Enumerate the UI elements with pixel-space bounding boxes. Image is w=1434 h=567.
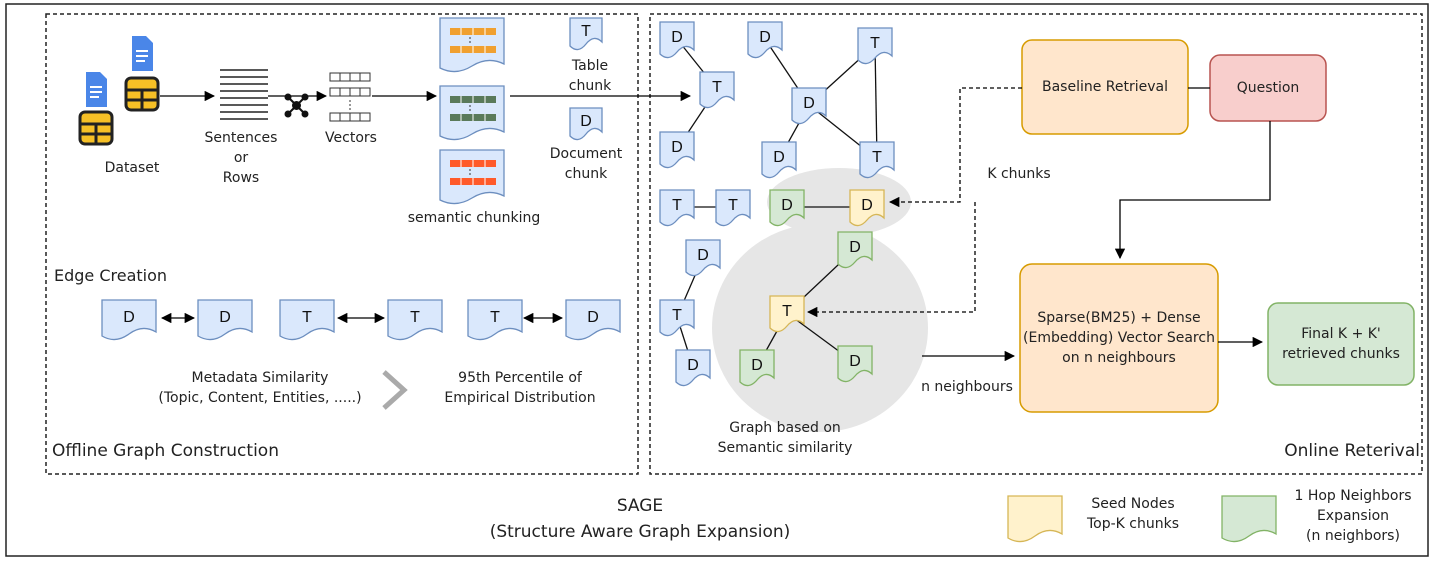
n-neighbours-label: n neighbours — [921, 379, 1013, 395]
graph-node-s: D — [837, 345, 873, 383]
graph-node-a-letter: D — [671, 29, 683, 46]
graph-node-a: D — [659, 21, 695, 59]
graph-node-c: D — [659, 131, 695, 169]
k-chunks-label: K chunks — [987, 166, 1051, 182]
graph-node-n: T — [659, 299, 695, 337]
table-chunk-label: Table chunk — [568, 58, 612, 94]
vector-search-box — [1019, 263, 1219, 413]
embedding-network-icon — [284, 93, 309, 118]
spreadsheet-icon — [78, 76, 160, 146]
graph-node-n-letter: T — [672, 307, 682, 324]
seed-cluster — [767, 168, 911, 236]
graph-node-o-letter: D — [687, 357, 699, 374]
edge-pair-node-3: T — [387, 299, 443, 341]
edge-pair-node-2-letter: T — [302, 309, 312, 326]
graph-node-k: D — [769, 189, 805, 227]
document-chunk-label: Document chunk — [549, 146, 623, 182]
vectors-label: Vectors — [325, 130, 377, 146]
offline-section-title: Offline Graph Construction — [52, 441, 279, 461]
arrow-k-chunks-expansion — [806, 202, 976, 318]
edge-pair-node-0: D — [101, 299, 157, 341]
graph-node-c-letter: D — [671, 139, 683, 156]
edge-pair-node-0-letter: D — [123, 309, 135, 326]
edge-pair-node-5: D — [565, 299, 621, 341]
graph-node-g: D — [761, 141, 797, 179]
baseline-retrieval-box — [1021, 39, 1189, 135]
online-section — [649, 13, 1423, 475]
graph-node-g-letter: D — [773, 149, 785, 166]
graph-node-k-letter: D — [781, 197, 793, 214]
graph-node-f-letter: D — [803, 95, 815, 112]
graph-node-r-letter: D — [751, 357, 763, 374]
graph-node-q-letter: T — [782, 303, 792, 320]
graph-node-e-letter: T — [870, 35, 880, 52]
dataset-label: Dataset — [104, 160, 160, 176]
edge-creation-title: Edge Creation — [54, 266, 168, 285]
graph-node-r: D — [739, 349, 775, 387]
chunk-doc-red — [439, 149, 505, 205]
chunk-doc-green — [439, 85, 505, 141]
graph-node-i: T — [659, 189, 695, 227]
graph-node-b-letter: T — [712, 79, 722, 96]
graph-node-h-letter: T — [872, 149, 882, 166]
legend-seed-icon — [1007, 495, 1063, 543]
final-label: Final K + K' retrieved chunks — [1282, 326, 1400, 362]
vectors-icon — [329, 72, 371, 122]
legend-hop-label: 1 Hop Neighbors Expansion (n neighbors) — [1294, 488, 1412, 544]
graph-node-e: T — [857, 27, 893, 65]
final-box — [1267, 302, 1415, 386]
table-chunk-icon: T — [569, 17, 603, 51]
question-label: Question — [1236, 80, 1300, 96]
graph-node-d-letter: D — [759, 29, 771, 46]
expansion-cluster — [712, 224, 928, 432]
baseline-retrieval-label: Baseline Retrieval — [1041, 79, 1169, 95]
graph-node-f: D — [791, 87, 827, 125]
legend-seed-label: Seed Nodes Top-K chunks — [1086, 496, 1180, 532]
semantic-chunking-label: semantic chunking — [407, 210, 541, 226]
graph-node-d: D — [747, 21, 783, 59]
sentences-label: Sentences or Rows — [204, 130, 278, 186]
legend-hop-icon — [1221, 495, 1277, 543]
document-chunk-icon-letter: D — [580, 113, 592, 130]
graph-node-l-letter: D — [861, 197, 873, 214]
edge-pair-node-1: D — [197, 299, 253, 341]
metadata-similarity-label: Metadata Similarity (Topic, Content, Ent… — [158, 370, 362, 406]
offline-section — [45, 13, 639, 475]
graph-node-m: D — [685, 239, 721, 277]
graph-node-o: D — [675, 349, 711, 387]
edge-pair-node-3-letter: T — [410, 309, 420, 326]
table-chunk-icon-letter: T — [581, 23, 591, 40]
arrow-k-chunks-seed — [888, 87, 1022, 208]
arrow-question-search — [1114, 121, 1271, 260]
graph-node-p-letter: D — [849, 239, 861, 256]
graph-node-h: T — [859, 141, 895, 179]
graph-node-i-letter: T — [672, 197, 682, 214]
chunk-doc-orange — [439, 17, 505, 73]
edge-pair-node-4: T — [467, 299, 523, 341]
sentences-lines-icon — [220, 69, 268, 120]
document-chunk-icon: D — [569, 107, 603, 141]
graph-edge-e-h — [874, 44, 878, 160]
graph-node-p: D — [837, 231, 873, 269]
graph-node-l: D — [849, 189, 885, 227]
graph-node-b: T — [699, 71, 735, 109]
percentile-label: 95th Percentile of Empirical Distributio… — [444, 370, 596, 406]
sage-title: SAGE (Structure Aware Graph Expansion) — [489, 496, 791, 542]
edge-pair-node-2: T — [279, 299, 335, 341]
graph-caption: Graph based on Semantic similarity — [717, 420, 853, 456]
greater-than-icon — [382, 370, 408, 410]
graph-node-m-letter: D — [697, 247, 709, 264]
graph-node-q: T — [769, 295, 805, 333]
graph-node-s-letter: D — [849, 353, 861, 370]
edge-pair-node-4-letter: T — [490, 309, 500, 326]
graph-node-j: T — [715, 189, 751, 227]
graph-node-j-letter: T — [728, 197, 738, 214]
edge-pair-node-1-letter: D — [219, 309, 231, 326]
vector-search-label: Sparse(BM25) + Dense (Embedding) Vector … — [1023, 310, 1215, 366]
google-doc-icon — [86, 36, 153, 107]
edge-pair-node-5-letter: D — [587, 309, 599, 326]
online-section-title: Online Reterival — [1284, 441, 1420, 461]
